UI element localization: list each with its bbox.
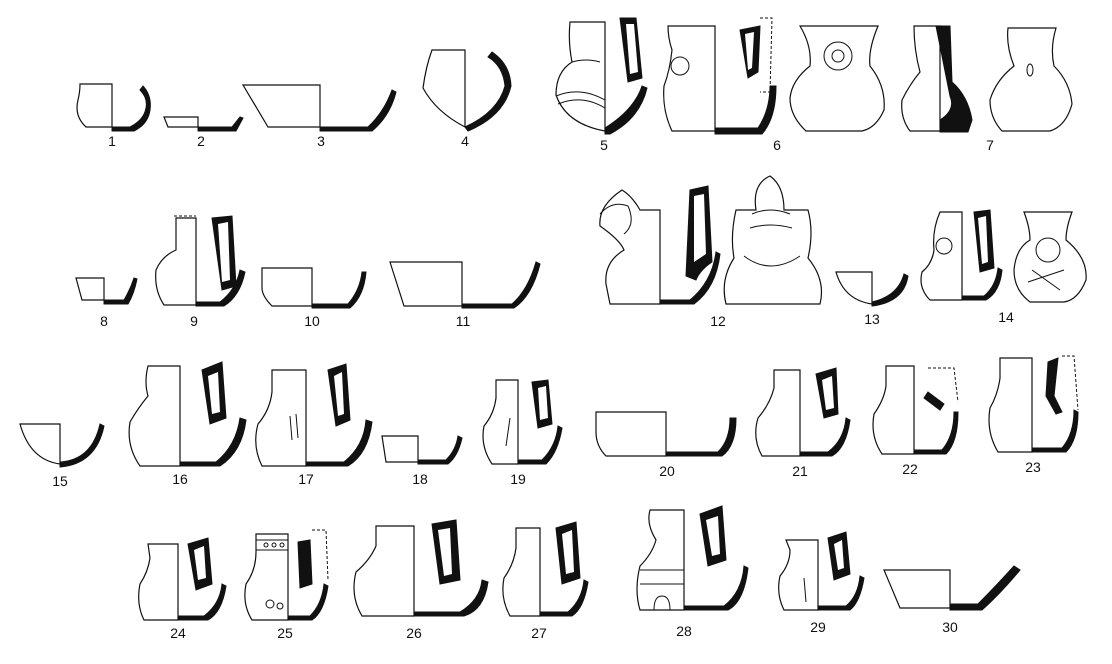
vessel-25: 25 — [244, 529, 329, 641]
vessel-30: 30 — [883, 565, 1021, 635]
label-23: 23 — [1025, 459, 1041, 475]
vessel-14: 14 — [920, 209, 1087, 325]
label-30: 30 — [942, 619, 958, 635]
vessel-19: 19 — [482, 379, 563, 487]
label-1: 1 — [108, 133, 116, 149]
vessel-29: 29 — [778, 531, 865, 635]
label-9: 9 — [190, 313, 198, 329]
vessel-10: 10 — [261, 267, 367, 329]
label-13: 13 — [864, 311, 880, 327]
vessel-11: 11 — [389, 261, 541, 329]
vessel-13: 13 — [835, 271, 909, 327]
vessel-4: 4 — [422, 49, 512, 149]
label-24: 24 — [170, 625, 186, 641]
label-16: 16 — [172, 471, 188, 487]
vessel-1: 1 — [76, 83, 151, 149]
label-21: 21 — [792, 463, 808, 479]
vessel-16: 16 — [128, 361, 247, 487]
vessel-8: 8 — [75, 277, 138, 329]
vessel-15: 15 — [19, 423, 105, 489]
label-14: 14 — [998, 309, 1014, 325]
label-11: 11 — [456, 313, 471, 329]
vessel-7: 7 — [901, 25, 1073, 153]
vessel-28: 28 — [636, 505, 749, 639]
vessel-2: 2 — [163, 116, 244, 149]
label-12: 12 — [710, 313, 726, 329]
label-10: 10 — [304, 313, 320, 329]
label-7: 7 — [986, 137, 994, 153]
vessel-24: 24 — [138, 537, 227, 641]
vessel-3: 3 — [241, 84, 397, 149]
vessel-17: 17 — [255, 363, 373, 487]
label-6: 6 — [773, 137, 781, 153]
vessel-26: 26 — [353, 519, 489, 641]
vessel-22: 22 — [872, 365, 959, 477]
label-5: 5 — [600, 137, 608, 153]
vessel-23: 23 — [988, 355, 1079, 475]
label-25: 25 — [277, 625, 293, 641]
label-28: 28 — [676, 623, 692, 639]
label-4: 4 — [461, 133, 469, 149]
label-3: 3 — [317, 133, 325, 149]
vessel-12: 12 — [599, 175, 823, 329]
label-15: 15 — [52, 473, 68, 489]
vessel-21: 21 — [755, 367, 851, 479]
vessel-5: 5 — [555, 17, 648, 153]
label-18: 18 — [412, 471, 428, 487]
label-17: 17 — [298, 471, 314, 487]
label-2: 2 — [197, 133, 205, 149]
vessel-9: 9 — [155, 215, 246, 329]
label-22: 22 — [902, 461, 918, 477]
label-20: 20 — [659, 463, 675, 479]
label-27: 27 — [531, 625, 547, 641]
vessel-18: 18 — [381, 435, 463, 487]
label-8: 8 — [100, 313, 108, 329]
vessel-27: 27 — [502, 521, 589, 641]
label-26: 26 — [406, 625, 422, 641]
label-19: 19 — [510, 471, 526, 487]
label-29: 29 — [810, 619, 826, 635]
vessel-20: 20 — [595, 411, 737, 479]
vessel-6: 6 — [663, 17, 885, 153]
